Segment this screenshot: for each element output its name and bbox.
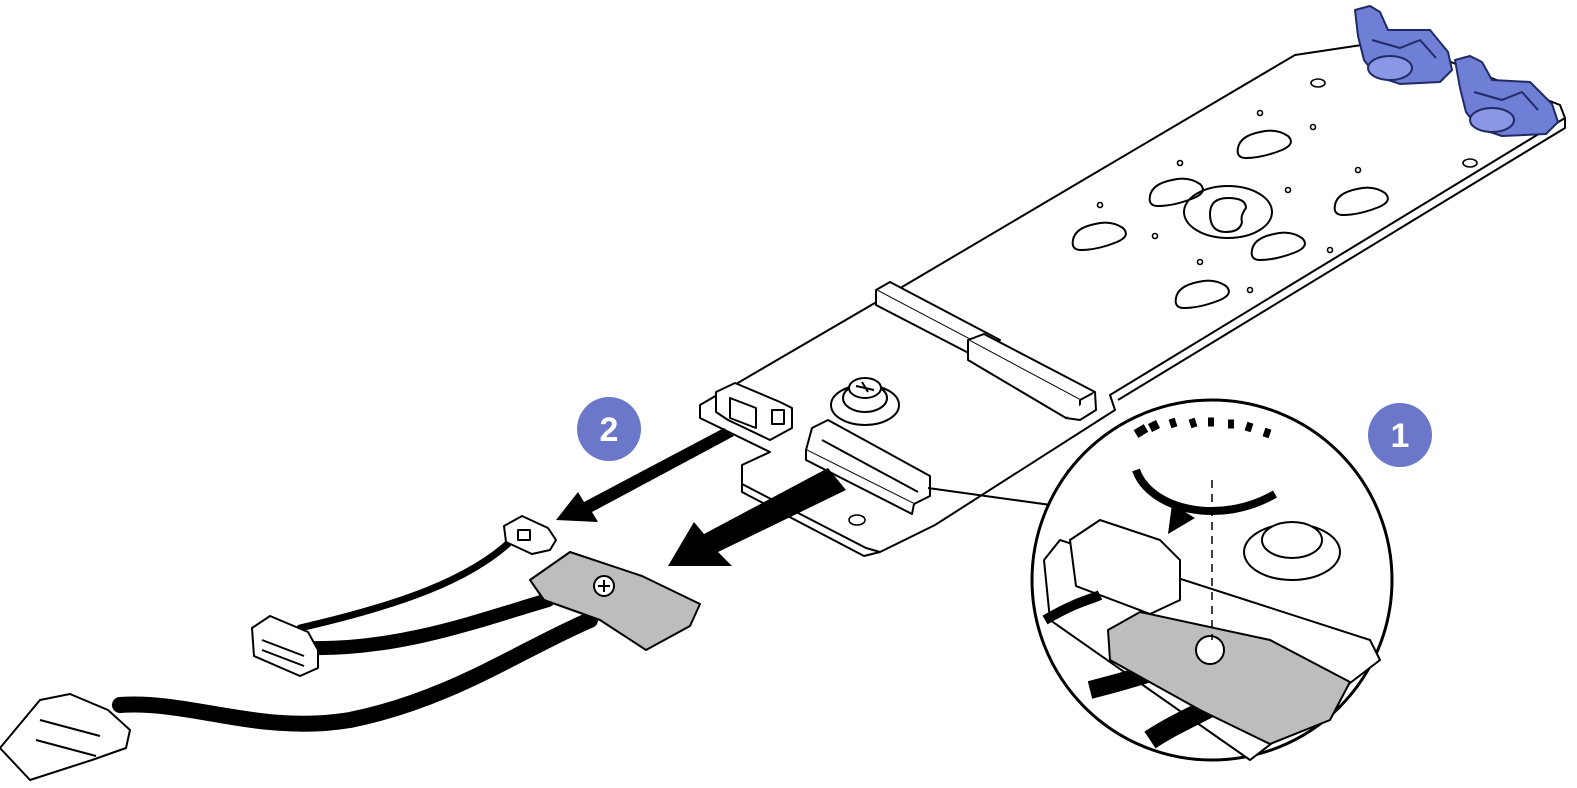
board-small-holes [848, 78, 1478, 526]
step-number-2: 2 [600, 411, 619, 449]
power-cable-plug [503, 515, 557, 555]
cable-bundle [112, 536, 598, 732]
board-signal-connector [805, 419, 931, 515]
step-number-1: 1 [1391, 417, 1410, 455]
board-mounting-slots [1071, 129, 1389, 310]
zoom-detail-circle [1030, 398, 1394, 762]
step-badge-2: 2 [577, 397, 641, 461]
step-badge-1: 1 [1368, 403, 1432, 467]
signal-cable-connector [529, 551, 701, 651]
signal-cable-end-connector [0, 693, 131, 781]
blue-retainer-clip [1454, 55, 1559, 137]
removal-arrow-signal-cable [668, 468, 846, 566]
m2-slot-connector [875, 281, 1097, 421]
removal-arrow-power-cable [556, 428, 734, 522]
blue-retainer-clip [1354, 5, 1453, 85]
board-screw [830, 377, 900, 426]
board-power-connector [715, 382, 793, 441]
power-cable-end-connector [251, 615, 319, 677]
m2-backplane-board [699, 39, 1566, 557]
